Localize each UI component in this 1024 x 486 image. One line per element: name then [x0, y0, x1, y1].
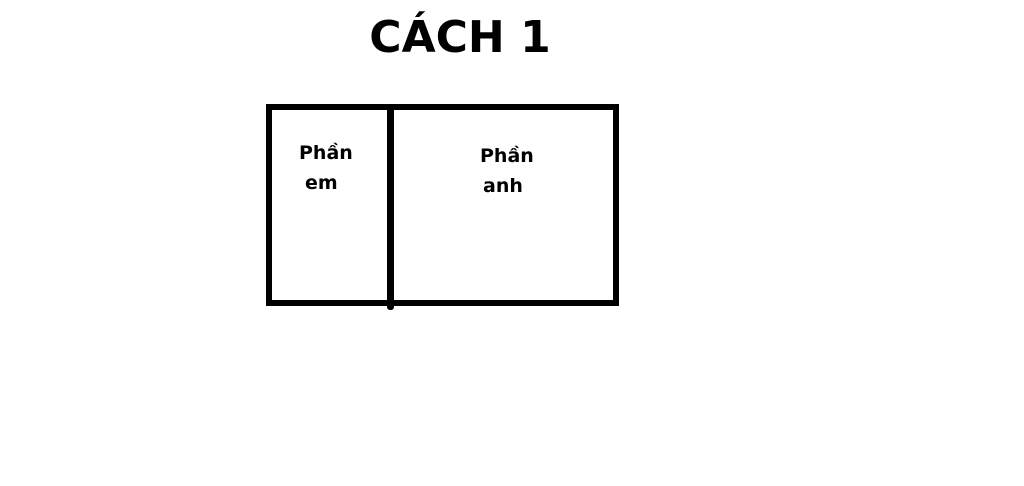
right-section-label-line2: anh [483, 175, 523, 197]
diagram-title: CÁCH 1 [369, 12, 551, 63]
split-rectangle-diagram [266, 104, 621, 310]
left-section-label: Phần em [299, 138, 353, 198]
outer-rectangle [266, 104, 619, 306]
right-section-label-line1: Phần [480, 145, 534, 167]
left-section-label-line1: Phần [299, 142, 353, 164]
divider-line [387, 107, 394, 310]
right-section-label: Phần anh [480, 141, 534, 201]
left-section-label-line2: em [305, 172, 338, 194]
